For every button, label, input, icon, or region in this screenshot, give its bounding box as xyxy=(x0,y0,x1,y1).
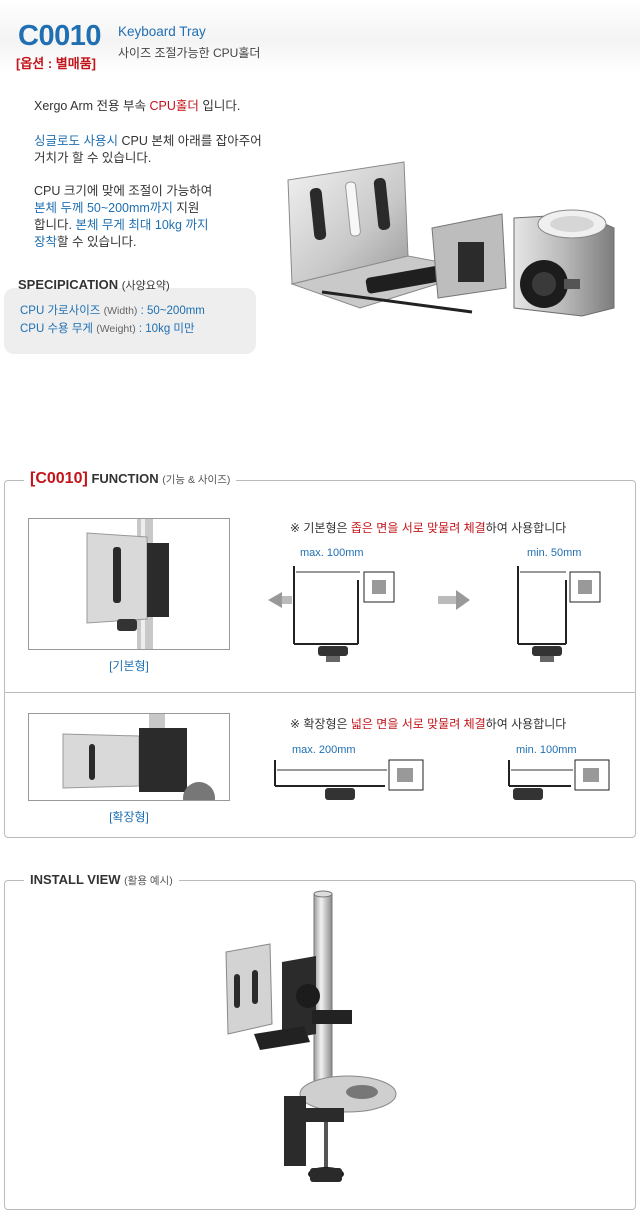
basic-type-illustration xyxy=(86,519,169,649)
intro-line-3: 거치가 할 수 있습니다. xyxy=(34,151,152,165)
install-box xyxy=(4,880,636,1210)
intro-line-2: 싱글로도 사용시 CPU 본체 아래를 잡아주어 xyxy=(34,134,262,148)
product-image-cpu-holder xyxy=(287,161,615,317)
extended-max-label: max. 200mm xyxy=(292,744,356,756)
extended-type-diagram xyxy=(274,759,610,800)
header-band xyxy=(0,0,640,74)
function-box xyxy=(4,480,636,838)
function-divider xyxy=(5,692,635,693)
basic-type-note: ※ 기본형은 좁은 면을 서로 맞물려 체결하여 사용합니다 xyxy=(290,521,567,535)
spec-box xyxy=(4,288,256,354)
product-code: C0010 xyxy=(18,20,101,52)
intro-line-1: Xergo Arm 전용 부속 CPU홀더 입니다. xyxy=(34,99,241,113)
function-title: [C0010] FUNCTION (기능 & 사이즈) xyxy=(24,470,237,488)
extended-type-caption: [확장형] xyxy=(109,810,149,824)
install-title: INSTALL VIEW (활용 예시) xyxy=(24,872,179,888)
install-view-image xyxy=(225,890,397,1182)
basic-type-photo xyxy=(28,518,230,650)
basic-min-label: min. 50mm xyxy=(527,547,582,559)
product-subtitle: Keyboard Tray xyxy=(118,24,206,39)
spec-weight: CPU 수용 무게 (Weight) : 10kg 미만 xyxy=(20,323,195,335)
intro-line-7: 장착할 수 있습니다. xyxy=(34,235,137,249)
intro-line-4: CPU 크기에 맞에 조절이 가능하여 xyxy=(34,184,213,198)
basic-type-caption: [기본형] xyxy=(109,659,149,673)
spec-title: SPECIPICATION (사양요약) xyxy=(18,277,170,292)
extended-type-illustration xyxy=(62,714,215,800)
spec-width: CPU 가로사이즈 (Width) : 50~200mm xyxy=(20,305,205,317)
extended-min-label: min. 100mm xyxy=(516,744,577,756)
basic-type-diagram xyxy=(268,566,601,662)
option-tag: [옵션 : 별매품] xyxy=(16,56,97,71)
intro-line-6: 합니다. 본체 무게 최대 10kg 까지 xyxy=(34,218,209,232)
intro-line-5: 본체 두께 50~200mm까지 지원 xyxy=(34,201,200,215)
extended-type-note: ※ 확장형은 넓은 면을 서로 맞물려 체결하여 사용합니다 xyxy=(290,717,567,731)
product-description: 사이즈 조절가능한 CPU홀더 xyxy=(118,46,261,60)
basic-max-label: max. 100mm xyxy=(300,547,364,559)
extended-type-photo xyxy=(28,713,230,801)
